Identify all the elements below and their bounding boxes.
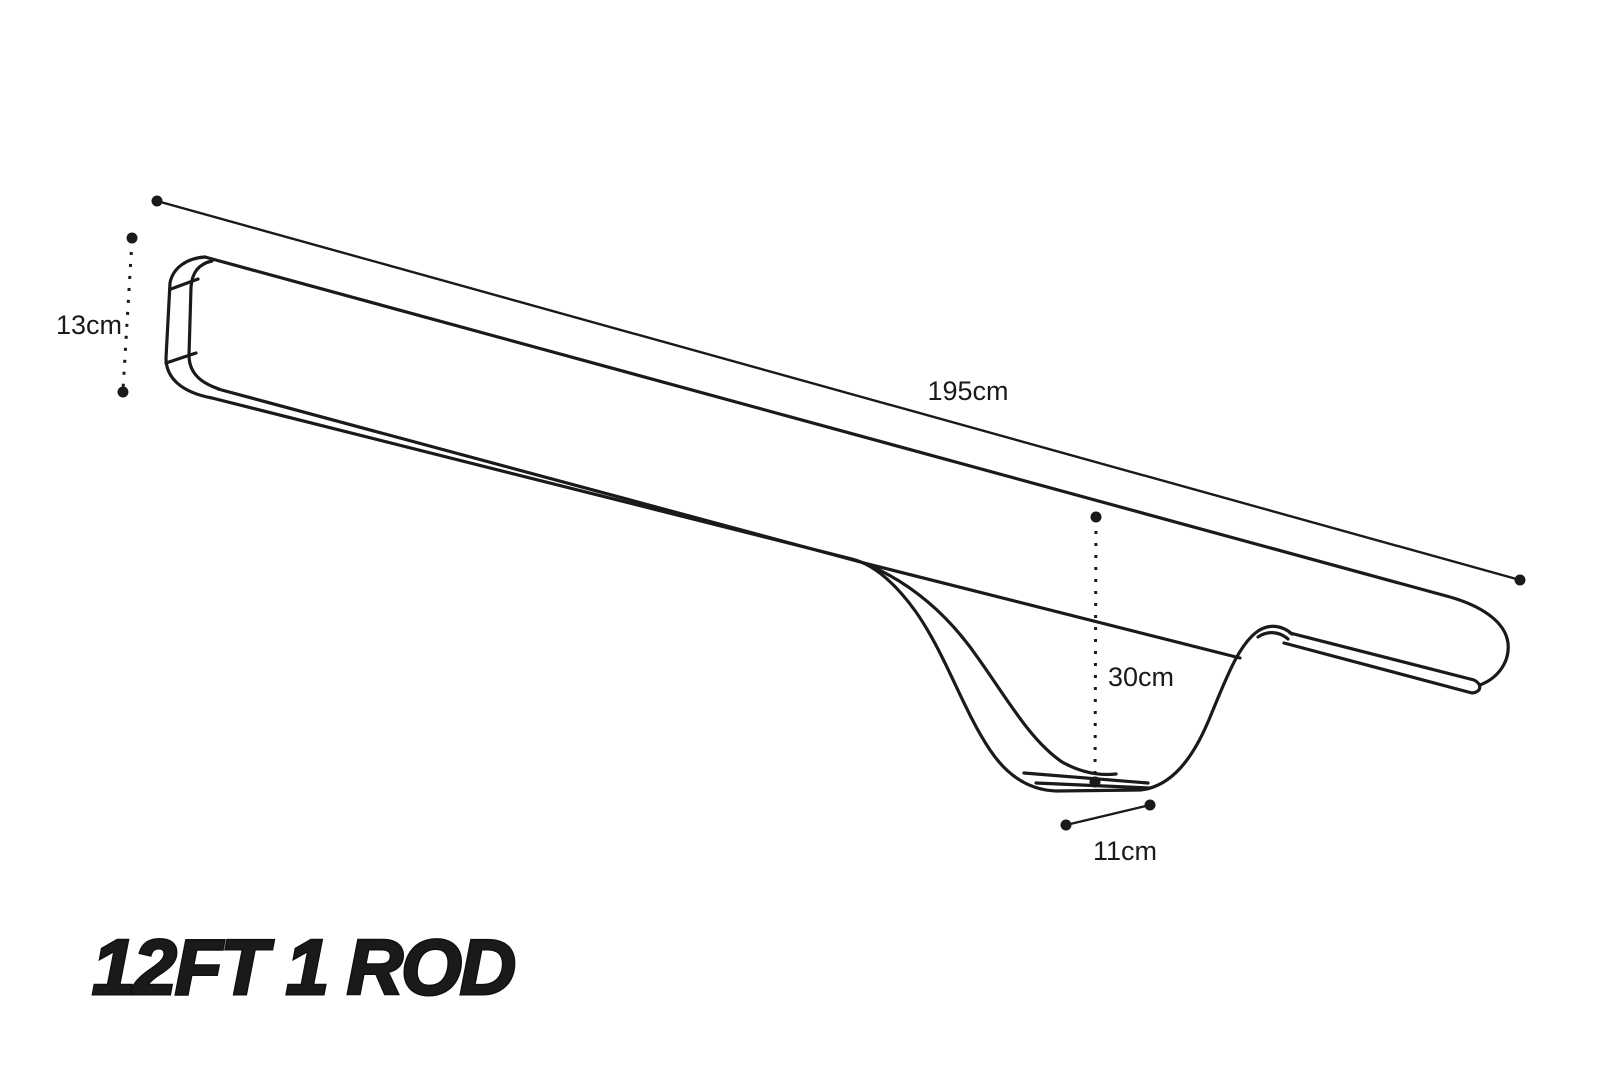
crest-rim-line [1256, 631, 1290, 641]
dimension-end-height: 13cm [56, 232, 138, 398]
pouch-depth-dimension-line [1093, 518, 1098, 781]
end-height-dimension-dot-bottom [117, 386, 129, 398]
end-cap-tick-bottom [164, 351, 198, 365]
pouch-depth-dimension-dot-bottom [1089, 776, 1101, 788]
pouch-depth-dimension-dot-top [1090, 511, 1102, 523]
holdall-top-edge [203, 255, 1510, 687]
holdall-drawing [164, 255, 1510, 793]
pouch-base-dimension-dot-right [1144, 799, 1156, 811]
length-dimension-line [155, 199, 1522, 582]
pouch-inner-curve [862, 561, 1118, 777]
holdall-outer-outline [164, 255, 1294, 793]
pouch-depth-dimension-label: 30cm [1108, 662, 1174, 692]
dimension-pouch-depth: 30cm [1089, 511, 1174, 788]
end-cap-tick-top [169, 277, 200, 291]
dimension-length: 195cm [151, 195, 1526, 586]
length-dimension-dot-end [1514, 574, 1526, 586]
end-height-dimension-label: 13cm [56, 310, 122, 340]
holdall-back-bottom-edge [216, 387, 1242, 660]
length-dimension-dot-start [151, 195, 163, 207]
pouch-base-dimension-label: 11cm [1093, 836, 1157, 866]
end-cap-inner-line [187, 259, 221, 391]
end-height-dimension-line [121, 239, 134, 391]
pouch-base-dimension-dot-left [1060, 819, 1072, 831]
right-bottom-rim-band [1282, 631, 1482, 695]
product-title: 12FT 1 ROD [92, 923, 515, 1011]
pouch-base-rim-outer [1022, 771, 1150, 785]
end-height-dimension-dot-top [126, 232, 138, 244]
pouch-base-dimension-line [1064, 803, 1152, 827]
length-dimension-label: 195cm [927, 376, 1008, 406]
dimension-pouch-base: 11cm [1060, 799, 1157, 866]
